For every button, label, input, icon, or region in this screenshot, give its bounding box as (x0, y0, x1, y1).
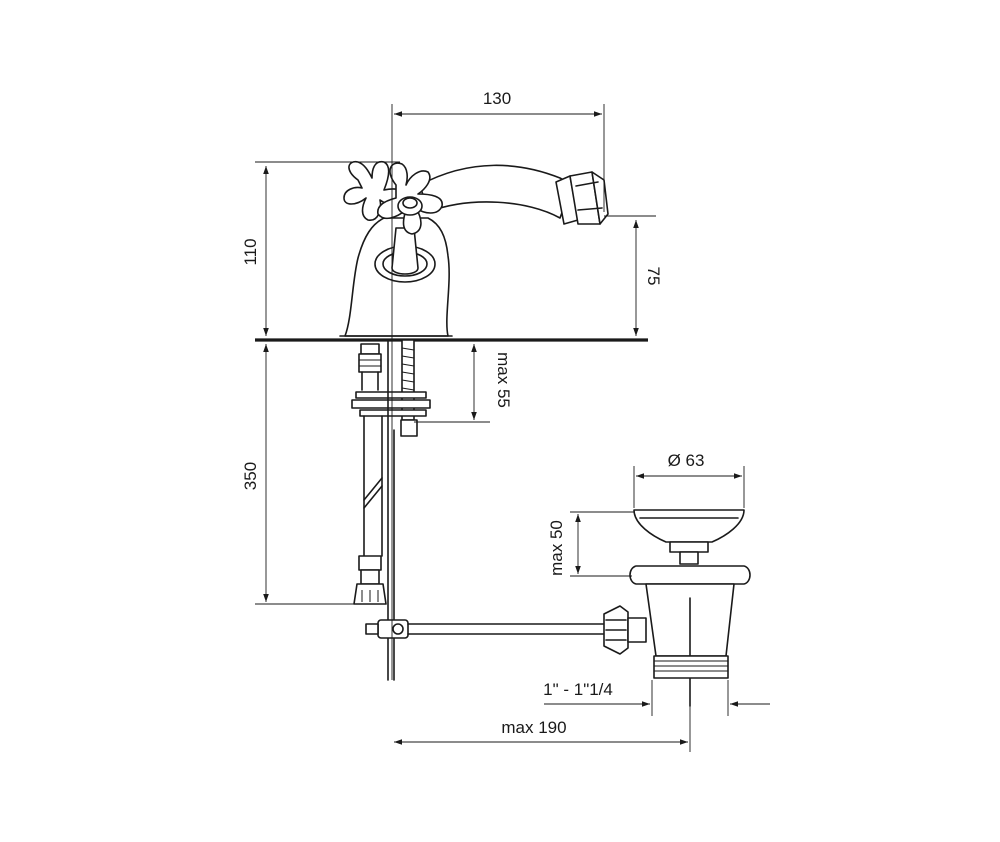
dim-75-label: 75 (644, 267, 663, 286)
dim-max50: max 50 (547, 511, 634, 577)
dim-d63: Ø 63 (633, 451, 745, 508)
dim-130-label: 130 (483, 89, 511, 108)
flexible-hose (353, 343, 387, 605)
dim-max55: max 55 (414, 344, 513, 423)
dim-d63-label: Ø 63 (668, 451, 705, 470)
dim-max55-label: max 55 (494, 352, 513, 408)
dim-thread-label: 1" - 1"1/4 (543, 680, 613, 699)
dim-max50-label: max 50 (547, 520, 566, 576)
dim-max190-label: max 190 (501, 718, 566, 737)
dim-110-label: 110 (241, 238, 260, 265)
dim-110: 110 (241, 161, 400, 336)
dim-max190: max 190 (394, 706, 691, 752)
dim-350-label: 350 (241, 462, 260, 490)
dim-350: 350 (241, 344, 360, 605)
mixer-body (339, 217, 453, 337)
pop-up-waste (603, 509, 751, 707)
spout (419, 164, 609, 225)
mounting-washers (351, 391, 431, 417)
pop-up-rod (365, 339, 607, 681)
front-cross-handle (377, 162, 443, 235)
dim-130: 130 (391, 89, 605, 680)
dim-75: 75 (604, 215, 663, 336)
dim-thread: 1" - 1"1/4 (543, 680, 770, 716)
